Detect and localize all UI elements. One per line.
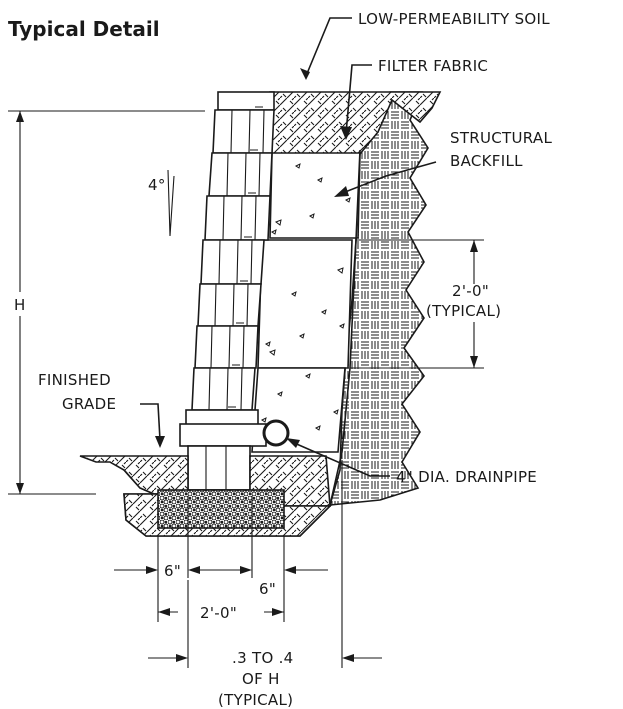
label-reinforce-typical: (TYPICAL): [218, 691, 293, 709]
label-reinforce-ratio: .3 TO .4: [232, 649, 294, 667]
label-grade: GRADE: [62, 395, 116, 413]
label-spacing-value: 2'-0": [452, 282, 489, 300]
leader-low-permeability: [305, 17, 352, 77]
spacing-dimension: [350, 239, 484, 369]
leader-finished-grade: [140, 403, 161, 441]
leader-filter-fabric: [345, 64, 372, 135]
label-backfill: BACKFILL: [450, 152, 523, 170]
backfill-middle: [257, 239, 353, 369]
label-spacing-typical: (TYPICAL): [426, 302, 501, 320]
leader-structural-backfill: [339, 161, 437, 195]
label-low-permeability-soil: LOW-PERMEABILITY SOIL: [358, 10, 550, 28]
height-dimension: [8, 110, 205, 495]
label-structural: STRUCTURAL: [450, 129, 552, 147]
label-left-offset: 6": [164, 562, 181, 580]
leader-drainpipe: [291, 441, 390, 477]
drainpipe: [262, 419, 290, 447]
label-finished: FINISHED: [38, 371, 111, 389]
label-base-width: 2'-0": [200, 604, 237, 622]
label-reinforce-of-h: OF H: [242, 670, 280, 688]
aggregate-marks: [261, 163, 351, 431]
backfill-upper: [269, 152, 361, 239]
label-filter-fabric: FILTER FABRIC: [378, 57, 488, 75]
gravel-leveling-pad: [157, 489, 285, 529]
label-height: H: [14, 296, 26, 314]
label-batter-angle: 4°: [148, 176, 166, 194]
label-drainpipe: 4" DIA. DRAINPIPE: [396, 468, 537, 486]
reinforcement-dimension: [148, 460, 382, 668]
diagram-title: Typical Detail: [8, 17, 160, 41]
batter-indicator: [167, 169, 175, 237]
segmental-wall: [179, 91, 275, 491]
label-right-offset: 6": [259, 580, 276, 598]
